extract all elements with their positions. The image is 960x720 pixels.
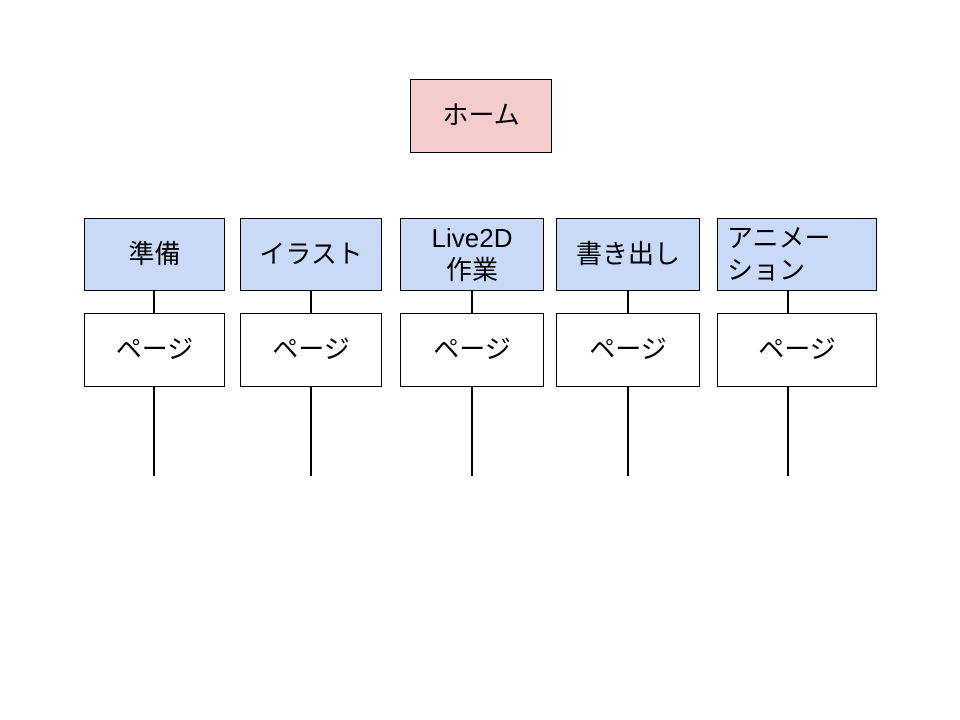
connector-page-tail-4 bbox=[627, 387, 629, 476]
connector-section-page-1 bbox=[153, 291, 155, 313]
node-section-2-label: イラスト bbox=[259, 238, 363, 269]
node-section-2[interactable]: イラスト bbox=[240, 218, 382, 291]
node-page-1-label: ページ bbox=[115, 334, 194, 365]
connector-section-page-4 bbox=[627, 291, 629, 313]
connector-page-tail-1 bbox=[153, 387, 155, 476]
connector-page-tail-2 bbox=[310, 387, 312, 476]
node-section-3[interactable]: Live2D 作業 bbox=[400, 218, 544, 291]
node-home[interactable]: ホーム bbox=[410, 79, 552, 153]
node-section-3-label: Live2D 作業 bbox=[431, 223, 513, 285]
connector-section-page-5 bbox=[787, 291, 789, 313]
node-page-4-label: ページ bbox=[589, 334, 667, 365]
connector-section-page-3 bbox=[471, 291, 473, 313]
connector-page-tail-5 bbox=[787, 387, 789, 476]
node-home-label: ホーム bbox=[442, 100, 520, 131]
node-section-5[interactable]: アニメー ション bbox=[717, 218, 877, 291]
connector-section-page-2 bbox=[310, 291, 312, 313]
node-section-1[interactable]: 準備 bbox=[84, 218, 225, 291]
node-page-5[interactable]: ページ bbox=[717, 313, 877, 387]
node-page-3-label: ページ bbox=[433, 334, 511, 365]
connector-page-tail-3 bbox=[471, 387, 473, 476]
node-section-4[interactable]: 書き出し bbox=[556, 218, 700, 291]
node-section-5-label: アニメー ション bbox=[727, 223, 831, 285]
node-page-4[interactable]: ページ bbox=[556, 313, 700, 387]
node-page-1[interactable]: ページ bbox=[84, 313, 225, 387]
node-page-2[interactable]: ページ bbox=[240, 313, 382, 387]
node-page-2-label: ページ bbox=[272, 334, 350, 365]
node-page-5-label: ページ bbox=[758, 334, 836, 365]
node-section-1-label: 準備 bbox=[128, 238, 181, 269]
node-page-3[interactable]: ページ bbox=[400, 313, 544, 387]
node-section-4-label: 書き出し bbox=[575, 238, 680, 269]
